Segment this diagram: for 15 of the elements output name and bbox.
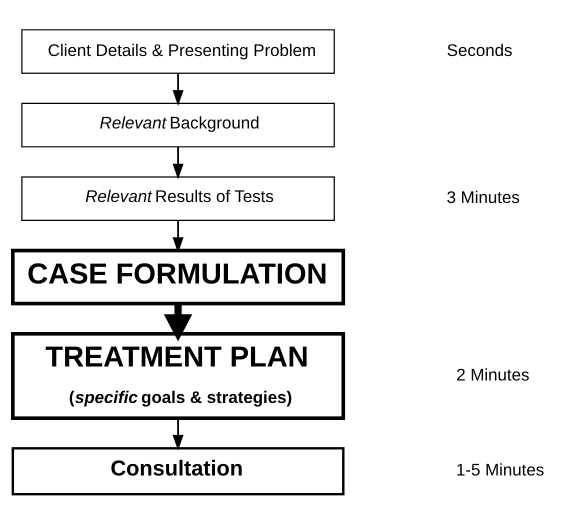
node-box: TREATMENT PLAN (specific goals & strategies)	[11, 332, 346, 420]
arrow	[164, 304, 192, 342]
node-box: Relevant Background	[21, 102, 335, 148]
node-box: CASE FORMULATION	[11, 248, 346, 306]
label: 1-5 Minutes	[456, 460, 544, 480]
node-box: Relevant Results of Tests	[21, 176, 335, 221]
label: 2 Minutes	[456, 365, 530, 384]
arrow	[172, 146, 184, 180]
arrow	[172, 418, 184, 451]
node-box: Consultation	[12, 447, 344, 496]
node-box: Client Details & Presenting Problem	[21, 29, 335, 74]
arrow	[172, 220, 184, 253]
label: 3 Minutes	[446, 188, 520, 208]
arrow	[172, 73, 184, 106]
label: Seconds	[446, 40, 512, 60]
